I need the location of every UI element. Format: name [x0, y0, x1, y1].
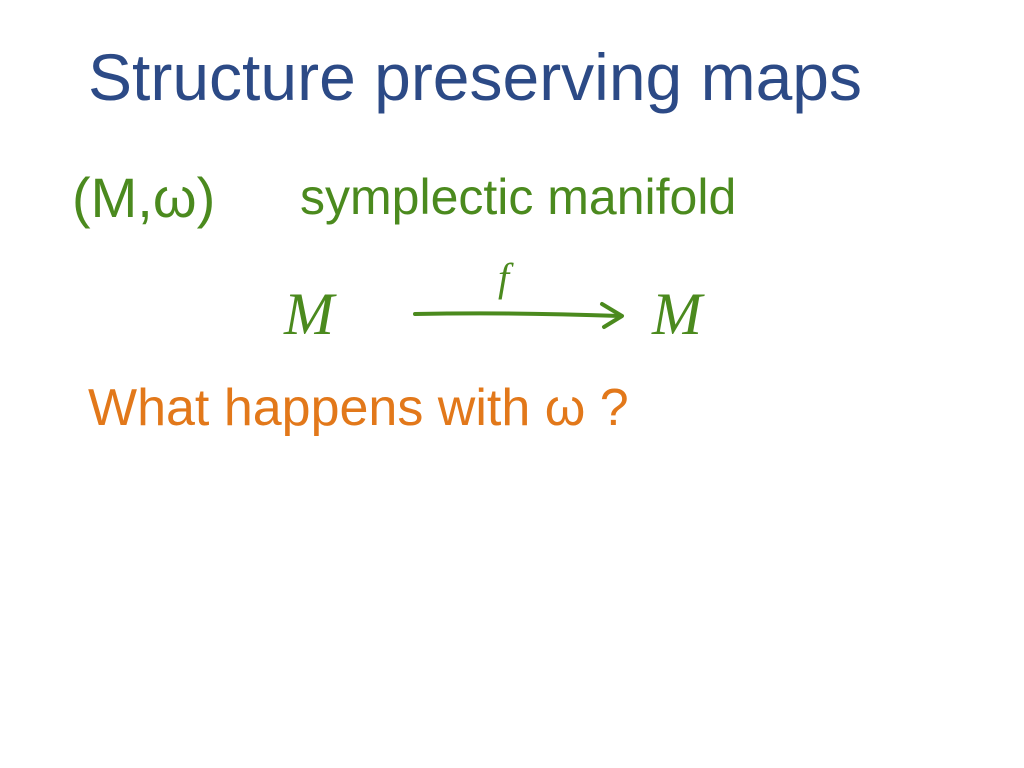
question-text: What happens with ω ? — [88, 379, 629, 437]
slide-title: Structure preserving maps — [88, 40, 862, 114]
map-target: M — [652, 281, 702, 347]
map-source: M — [284, 281, 334, 347]
map-arrow-icon — [413, 302, 624, 329]
map-label: f — [498, 255, 510, 300]
manifold-pair: (M,ω) — [72, 166, 216, 229]
manifold-description: symplectic manifold — [300, 169, 737, 225]
